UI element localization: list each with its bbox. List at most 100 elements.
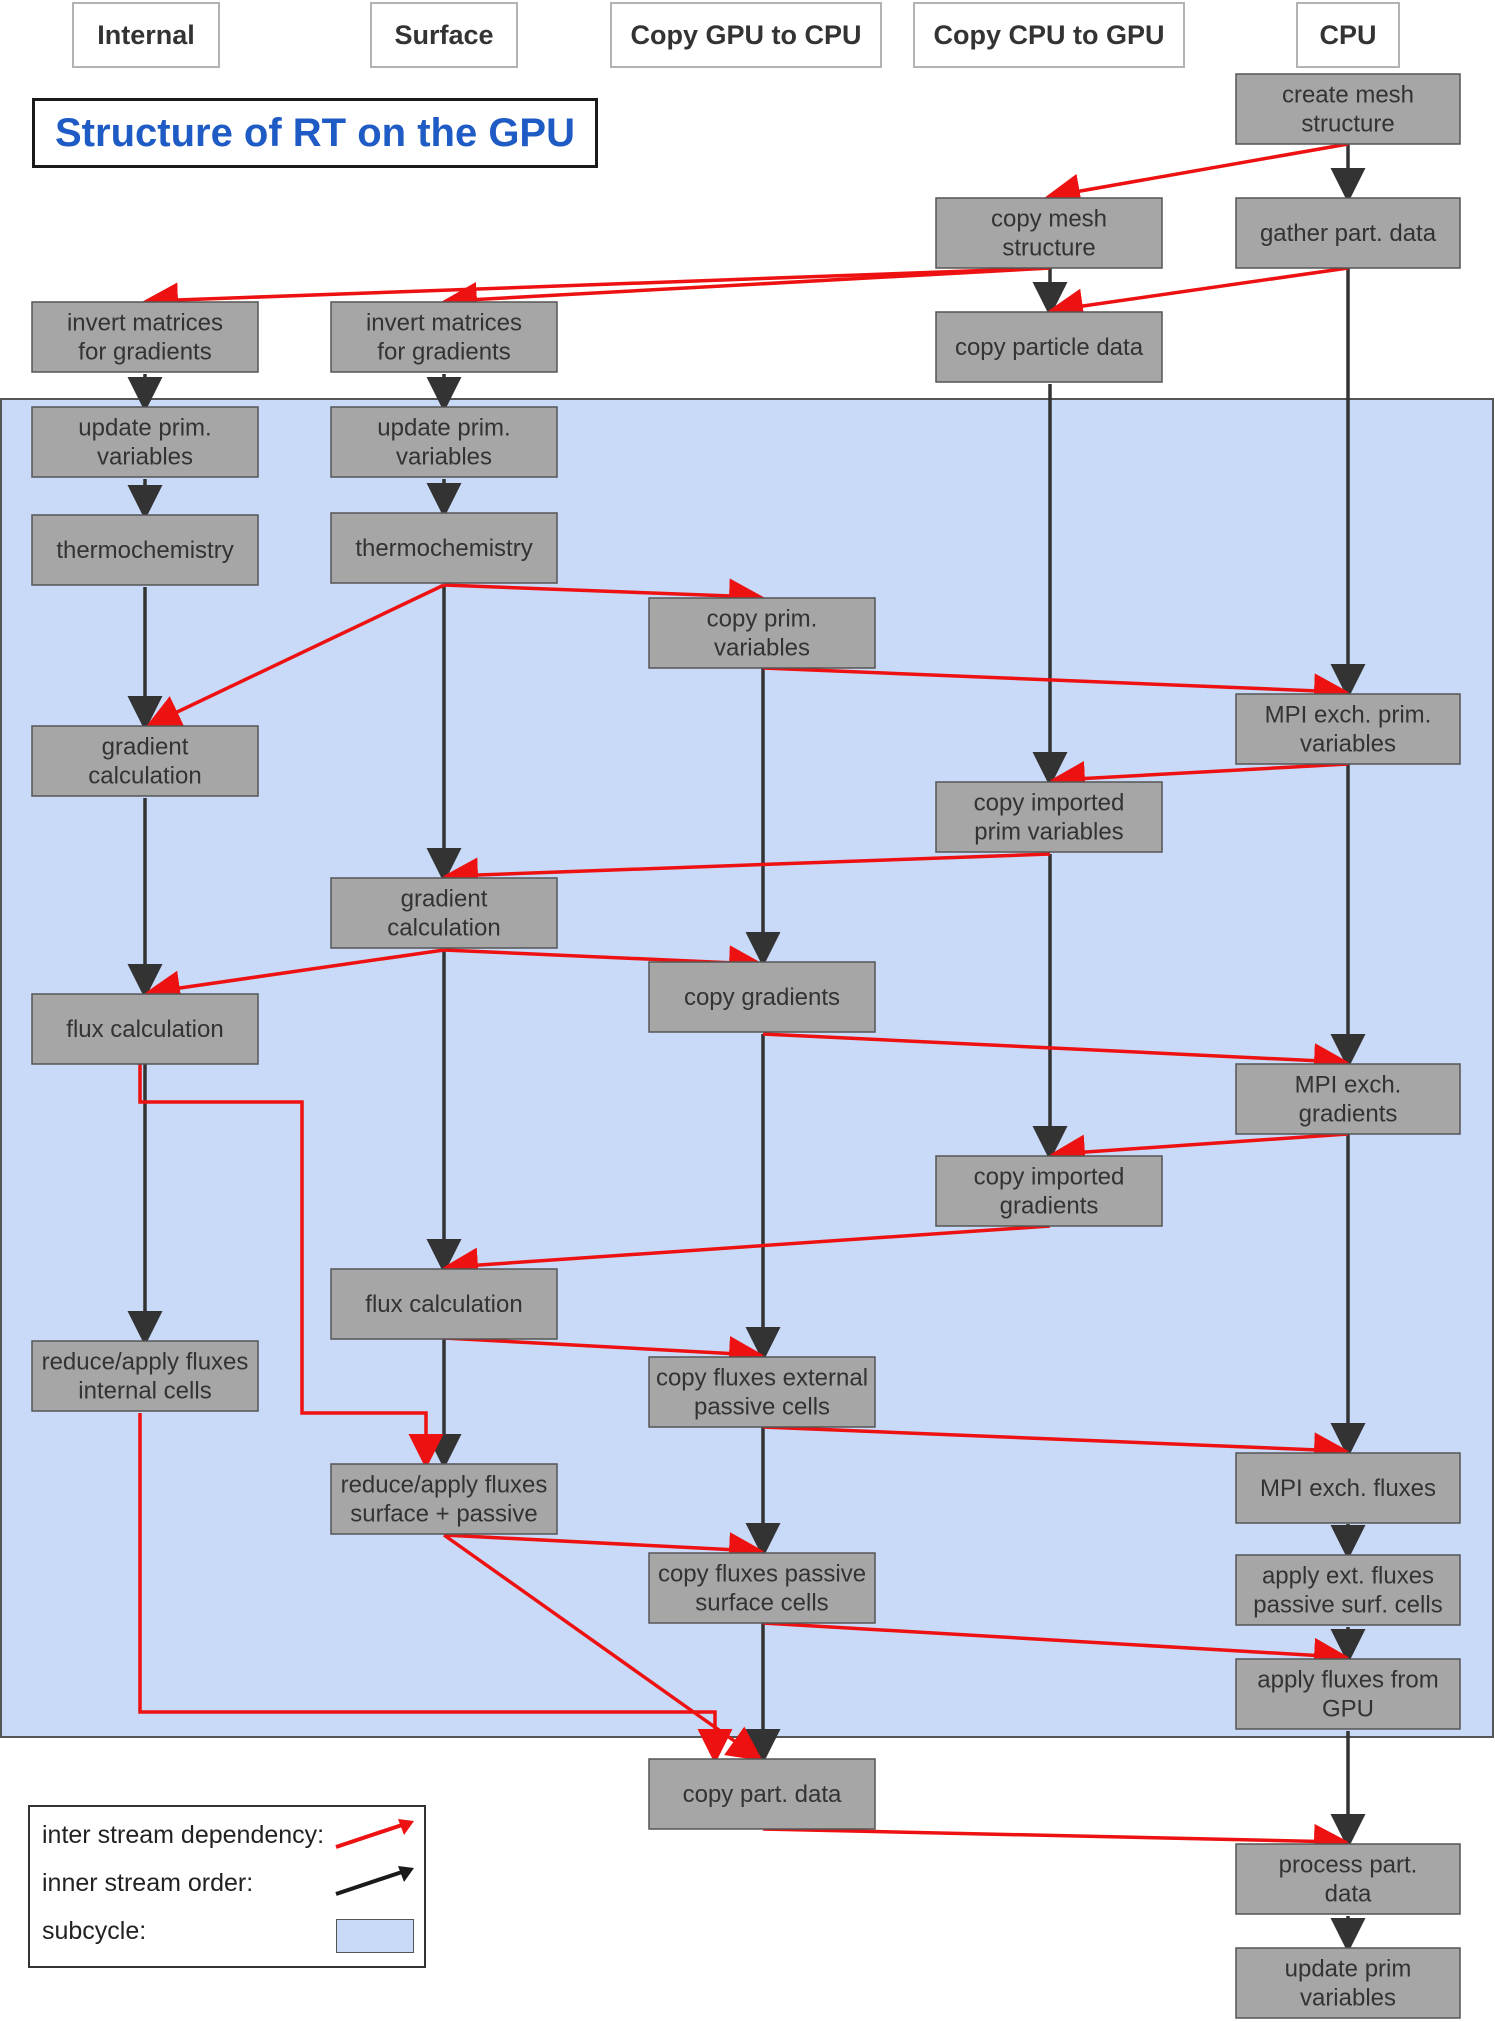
legend-red-arrow-icon — [335, 1819, 414, 1849]
node-label: update prim — [1285, 1956, 1412, 1983]
dep-copy-part-to-process — [762, 1823, 1349, 1859]
node-label: surface + passive — [350, 1501, 537, 1528]
dep-reduce-surface-to-copy-passive — [443, 1532, 764, 1568]
node-label: invert matrices — [366, 310, 522, 337]
dep-mpi-prim-to-copy-imported-prim — [1050, 760, 1349, 796]
node-label: copy part. data — [683, 1781, 842, 1808]
legend-black-arrow-icon — [335, 1866, 414, 1896]
node-label: copy particle data — [955, 334, 1144, 361]
node-label: MPI exch. — [1295, 1072, 1402, 1099]
node-copy-prim: copy prim.variables — [648, 597, 876, 669]
node-label: for gradients — [377, 339, 510, 366]
node-label: reduce/apply fluxes — [341, 1472, 548, 1499]
node-box — [1235, 1063, 1461, 1135]
node-label: variables — [97, 444, 193, 471]
node-label: variables — [1300, 1985, 1396, 2012]
dep-copy-mesh-to-invert-internal — [143, 266, 1051, 318]
node-label: apply ext. fluxes — [1262, 1563, 1434, 1590]
node-box — [935, 1155, 1163, 1227]
node-flux-surf: flux calculation — [330, 1268, 558, 1340]
dep-copy-fluxes-ext-to-mpi-flux — [762, 1425, 1349, 1468]
node-copy-particle: copy particle data — [935, 311, 1163, 383]
node-box — [935, 781, 1163, 853]
node-label: surface cells — [695, 1590, 828, 1617]
node-label: MPI exch. prim. — [1265, 702, 1432, 729]
dep-reduce-internal-to-copy-part — [138, 1413, 733, 1764]
node-box — [1235, 73, 1461, 145]
node-label: flux calculation — [365, 1291, 522, 1318]
node-box — [330, 1463, 558, 1535]
dep-copy-gradients-to-mpi-grad — [762, 1032, 1349, 1079]
node-box — [935, 197, 1163, 269]
dep-thermo-surface-to-copy-prim — [443, 578, 764, 614]
node-label: update prim. — [377, 415, 510, 442]
node-box — [330, 1268, 558, 1340]
node-box — [31, 514, 259, 586]
node-label: copy imported — [974, 1164, 1125, 1191]
node-label: for gradients — [78, 339, 211, 366]
node-label: passive surf. cells — [1253, 1592, 1442, 1619]
dep-gradient-surface-to-flux-internal — [145, 948, 445, 1006]
node-box — [330, 301, 558, 373]
node-box — [648, 1758, 876, 1830]
node-box — [1235, 197, 1461, 269]
node-box — [1235, 1554, 1461, 1626]
node-box — [31, 301, 259, 373]
legend: inter stream dependency: inner stream or… — [28, 1805, 426, 1968]
dep-flux-internal-to-reduce-surface — [138, 1064, 444, 1469]
node-label: copy fluxes external — [656, 1365, 868, 1392]
node-box — [648, 961, 876, 1033]
node-box — [935, 311, 1163, 383]
dep-flux-surface-to-copy-fluxes-ext — [443, 1336, 764, 1371]
node-label: thermochemistry — [56, 537, 233, 564]
node-label: calculation — [88, 763, 201, 790]
node-label: gradients — [1299, 1101, 1398, 1128]
node-box — [330, 512, 558, 584]
dep-copy-imported-prim-to-gradient-surface — [443, 852, 1051, 893]
diagram-title: Structure of RT on the GPU — [32, 98, 598, 168]
legend-subcycle-label: subcycle: — [42, 1917, 147, 1945]
node-box — [31, 725, 259, 797]
node-label: copy mesh — [991, 206, 1107, 233]
node-label: create mesh — [1282, 82, 1414, 109]
dep-thermo-surface-to-gradient-internal — [145, 583, 445, 728]
node-label: internal cells — [78, 1378, 211, 1405]
node-label: MPI exch. fluxes — [1260, 1475, 1436, 1502]
node-box — [1235, 693, 1461, 765]
dep-copy-imported-grad-to-flux-surface — [443, 1224, 1051, 1283]
node-label: structure — [1002, 235, 1095, 262]
node-label: calculation — [387, 915, 500, 942]
node-mpi-prim: MPI exch. prim.variables — [1235, 693, 1461, 765]
node-box — [1235, 1947, 1461, 2019]
node-box — [648, 597, 876, 669]
stream-header-copy-cpu-to-gpu: Copy CPU to GPU — [913, 2, 1185, 68]
node-process-part: process part.data — [1235, 1843, 1461, 1915]
node-box — [330, 406, 558, 478]
dep-reduce-surface-to-copy-part — [442, 1533, 763, 1762]
stream-header-copy-gpu-to-cpu: Copy GPU to CPU — [610, 2, 882, 68]
node-label: gradient — [102, 734, 189, 761]
node-label: structure — [1301, 111, 1394, 138]
node-update-int: update prim.variables — [31, 406, 259, 478]
node-box — [1235, 1452, 1461, 1524]
node-box — [31, 993, 259, 1065]
node-label: passive cells — [694, 1394, 830, 1421]
dep-copy-prim-to-mpi-prim — [762, 666, 1349, 709]
node-label: apply fluxes from — [1257, 1667, 1438, 1694]
node-label: GPU — [1322, 1696, 1374, 1723]
node-label: invert matrices — [67, 310, 223, 337]
node-update-surf: update prim.variables — [330, 406, 558, 478]
node-label: flux calculation — [66, 1016, 223, 1043]
node-box — [31, 1340, 259, 1412]
